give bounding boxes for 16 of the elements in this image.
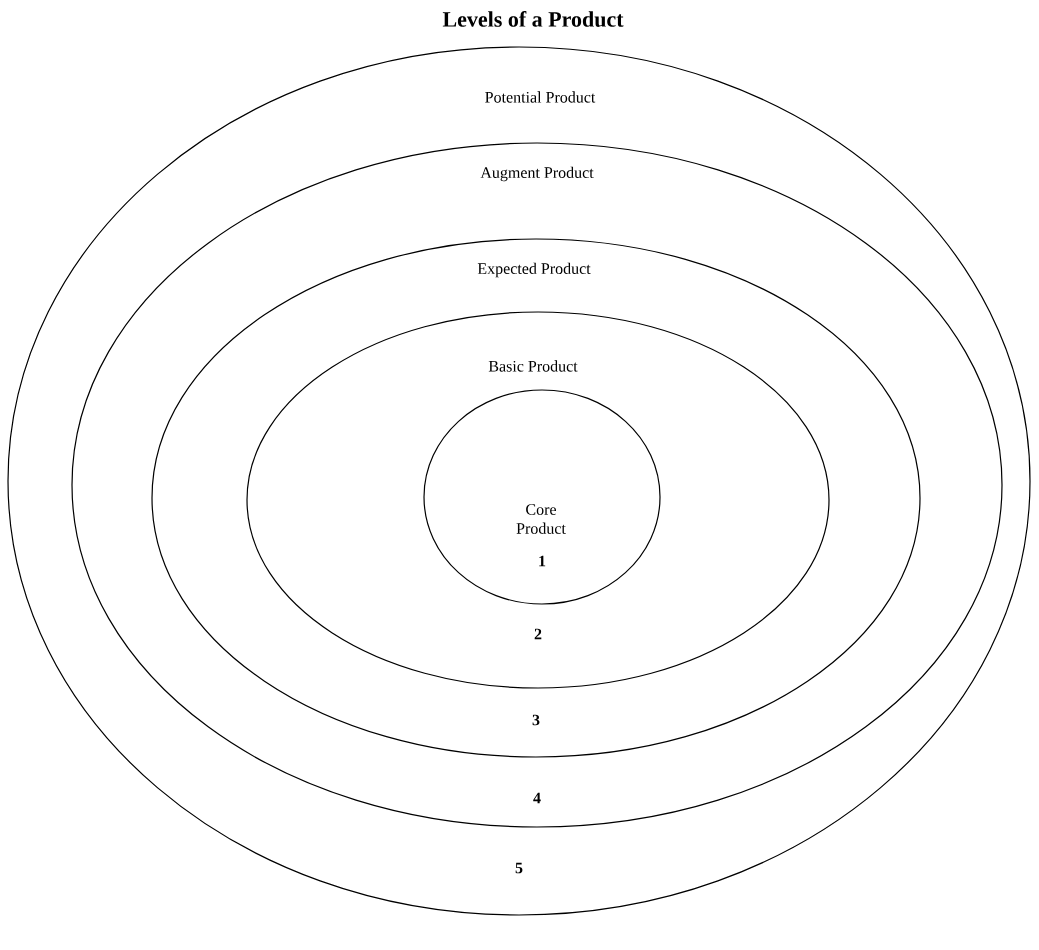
ellipse bbox=[71, 142, 1003, 828]
ellipse bbox=[246, 311, 830, 689]
level-label: Augment Product bbox=[478, 164, 596, 184]
level-number: 1 bbox=[535, 552, 549, 570]
title: Levels of a Product bbox=[442, 11, 624, 27]
ellipse bbox=[423, 389, 661, 605]
level-label: Basic Product bbox=[486, 358, 580, 374]
level-number: 2 bbox=[531, 625, 545, 643]
level-number: 5 bbox=[512, 859, 526, 877]
level-label: Core Product bbox=[504, 502, 578, 536]
ellipse bbox=[7, 46, 1031, 916]
level-label: Potential Product bbox=[482, 89, 598, 105]
level-number: 4 bbox=[530, 789, 544, 807]
level-number: 3 bbox=[529, 711, 543, 729]
ellipse bbox=[151, 238, 921, 758]
level-label: Expected Product bbox=[475, 260, 593, 280]
